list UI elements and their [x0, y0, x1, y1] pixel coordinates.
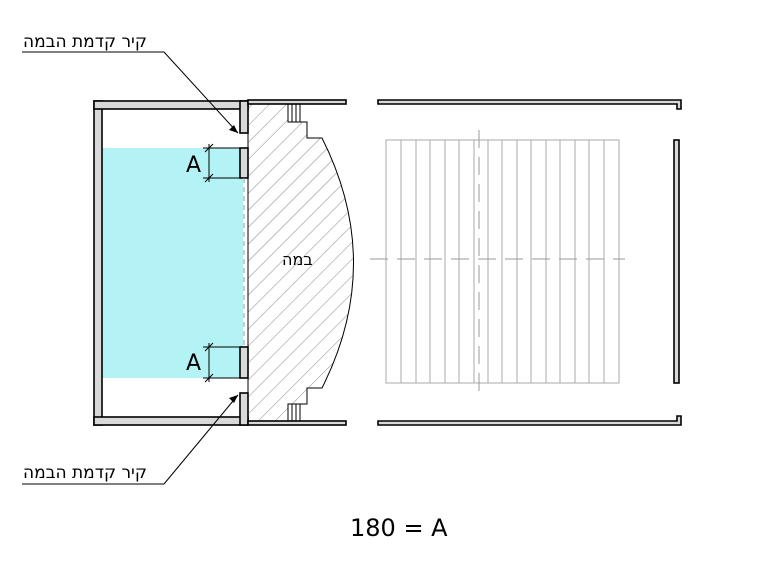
dimension-marker-top [203, 143, 240, 183]
stage-front-wall-label-top: קיר קדמת הבמה [23, 32, 147, 52]
dimension-label-top: A [186, 153, 201, 178]
stage-steps-top [291, 104, 301, 122]
stage-steps-bottom [291, 404, 301, 422]
dimension-marker-bottom [203, 342, 240, 383]
hall-wall-bottom-right [377, 415, 682, 426]
seating-block [385, 139, 620, 384]
backstage-walls [93, 100, 249, 426]
performance-area [102, 148, 243, 378]
leader-line-bottom [22, 394, 239, 485]
stage-label: במה [282, 250, 313, 269]
stage-front-wall-bottom [239, 346, 249, 379]
hall-wall-bottom-left [247, 420, 347, 426]
hall-wall-top-right [377, 99, 682, 110]
stage-front-wall-label-bottom: קיר קדמת הבמה [23, 463, 147, 483]
stage-front-wall-top [239, 147, 249, 179]
hall-wall-top-left [247, 99, 347, 105]
dimension-label-bottom: A [186, 351, 201, 376]
hall-wall-back [673, 139, 680, 384]
stage-area [247, 100, 354, 426]
leader-line-top [22, 51, 239, 134]
formula-label: 180 = A [350, 514, 448, 542]
